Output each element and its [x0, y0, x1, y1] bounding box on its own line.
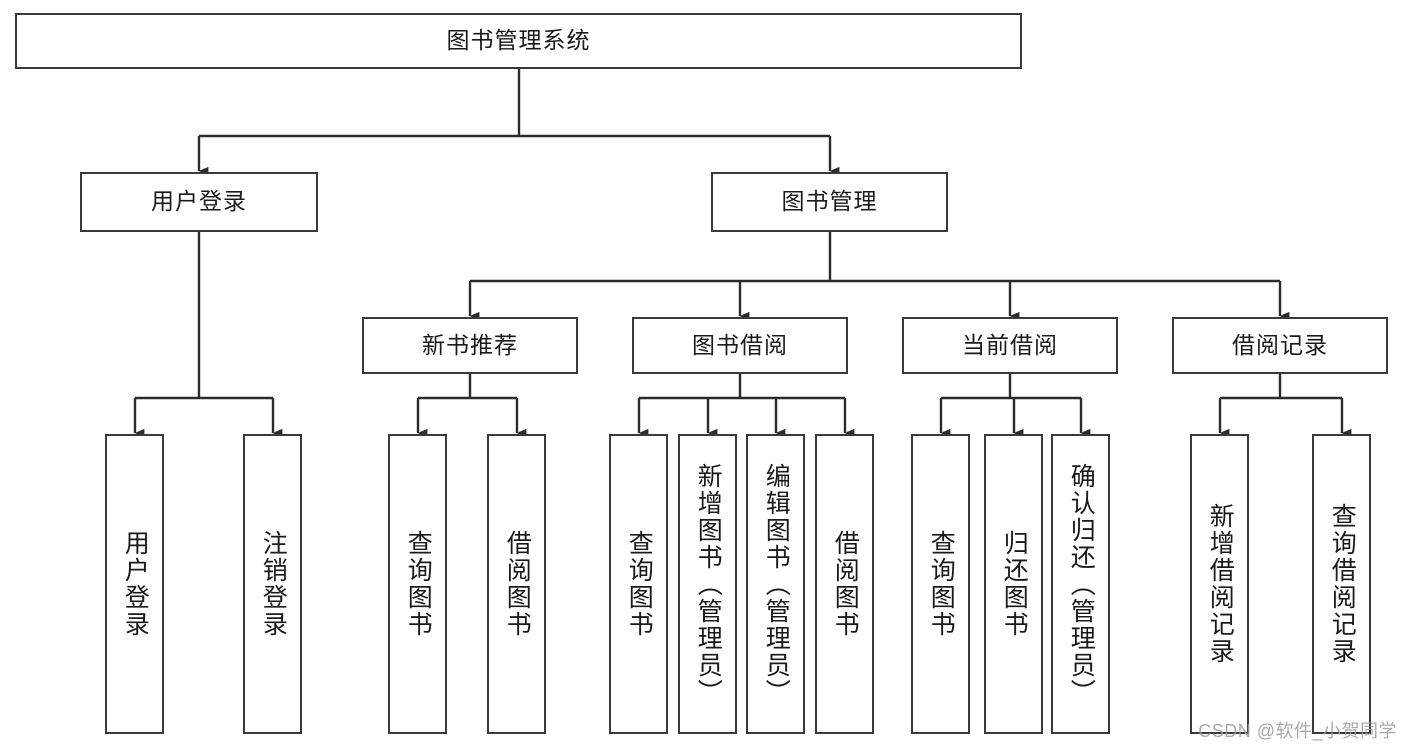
node-leaf-borrow-book-1[interactable]: 借阅图书: [487, 434, 546, 734]
node-leaf-return-book-label: 归还图书: [1000, 530, 1029, 638]
node-leaf-add-record-label: 新增借阅记录: [1206, 503, 1235, 665]
node-leaf-query-book-1[interactable]: 查询图书: [388, 434, 447, 734]
node-leaf-logout-label: 注销登录: [259, 530, 288, 638]
node-leaf-query-book-3-label: 查询图书: [927, 530, 956, 638]
node-root[interactable]: 图书管理系统: [15, 13, 1022, 69]
node-leaf-query-record-label: 查询借阅记录: [1328, 503, 1357, 665]
node-leaf-confirm-return[interactable]: 确认归还（管理员）: [1051, 434, 1110, 734]
node-new-book-recommend[interactable]: 新书推荐: [362, 317, 578, 374]
node-leaf-add-book-label: 新增图书（管理员）: [694, 462, 723, 706]
node-borrow-record[interactable]: 借阅记录: [1172, 317, 1388, 374]
node-leaf-query-book-1-label: 查询图书: [404, 530, 433, 638]
node-book-borrow[interactable]: 图书借阅: [632, 317, 848, 374]
node-current-borrow[interactable]: 当前借阅: [902, 317, 1118, 374]
node-borrow-record-label: 借阅记录: [1232, 331, 1328, 358]
node-user-login[interactable]: 用户登录: [80, 172, 318, 232]
node-leaf-user-login[interactable]: 用户登录: [105, 434, 164, 734]
node-leaf-add-book[interactable]: 新增图书（管理员）: [678, 434, 737, 734]
node-root-label: 图书管理系统: [446, 27, 591, 54]
node-leaf-return-book[interactable]: 归还图书: [984, 434, 1043, 734]
node-book-manage-label: 图书管理: [781, 188, 878, 215]
node-current-borrow-label: 当前借阅: [962, 331, 1058, 358]
node-user-login-label: 用户登录: [151, 188, 247, 215]
node-leaf-query-book-2-label: 查询图书: [625, 530, 654, 638]
node-leaf-user-login-label: 用户登录: [121, 530, 150, 638]
node-leaf-query-book-3[interactable]: 查询图书: [911, 434, 970, 734]
node-leaf-borrow-book-2[interactable]: 借阅图书: [815, 434, 874, 734]
node-leaf-edit-book-label: 编辑图书（管理员）: [762, 462, 791, 706]
node-leaf-query-record[interactable]: 查询借阅记录: [1312, 434, 1371, 734]
node-leaf-borrow-book-1-label: 借阅图书: [503, 530, 532, 638]
node-leaf-confirm-return-label: 确认归还（管理员）: [1067, 462, 1096, 706]
node-book-borrow-label: 图书借阅: [692, 331, 788, 358]
node-book-manage[interactable]: 图书管理: [711, 172, 948, 232]
node-leaf-edit-book[interactable]: 编辑图书（管理员）: [746, 434, 805, 734]
node-leaf-query-book-2[interactable]: 查询图书: [609, 434, 668, 734]
node-leaf-logout[interactable]: 注销登录: [243, 434, 302, 734]
node-new-book-recommend-label: 新书推荐: [422, 331, 518, 358]
node-leaf-add-record[interactable]: 新增借阅记录: [1190, 434, 1249, 734]
node-leaf-borrow-book-2-label: 借阅图书: [831, 530, 860, 638]
